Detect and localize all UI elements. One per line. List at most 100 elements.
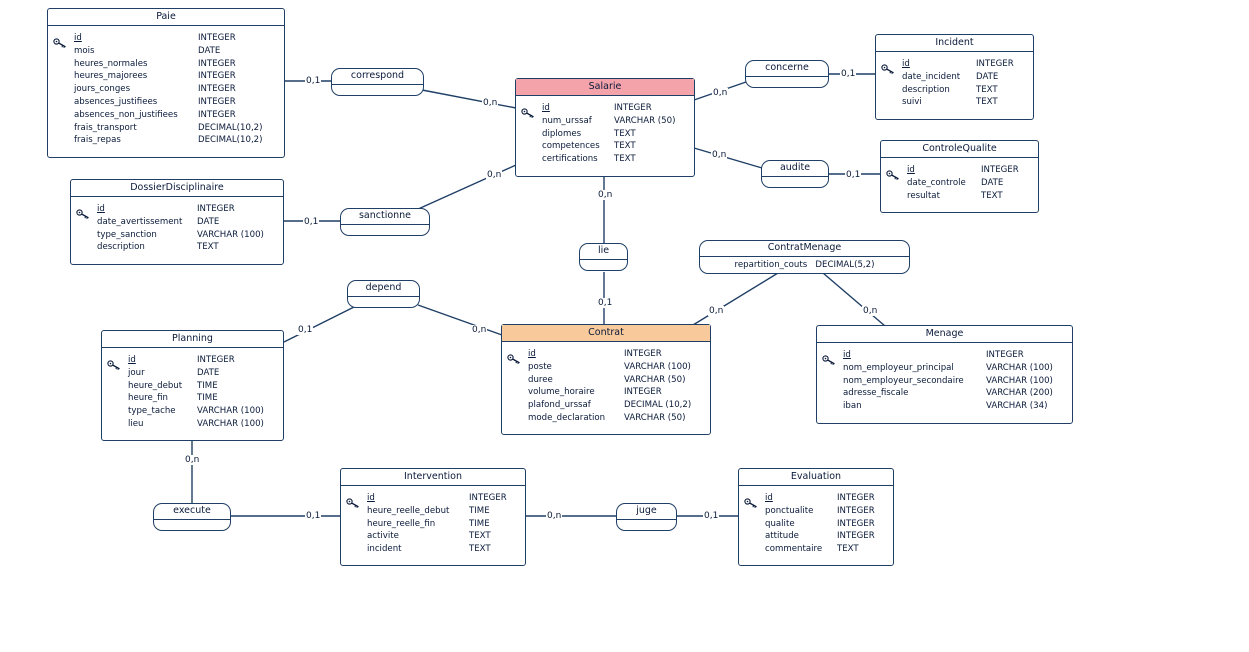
attribute-type: DECIMAL(10,2) (198, 122, 263, 133)
association-label: concerne (765, 62, 809, 73)
association-audite[interactable]: audite (761, 160, 829, 188)
entity-title: Intervention (341, 469, 525, 486)
attribute-row: volume_horaire INTEGER (502, 386, 710, 399)
attribute-type: INTEGER (837, 531, 875, 542)
attribute-type: VARCHAR (100) (197, 406, 264, 417)
attribute-type: DATE (976, 71, 999, 82)
attribute-type: INTEGER (469, 493, 507, 503)
attribute-type: INTEGER (986, 350, 1024, 360)
attribute-type: VARCHAR (50) (614, 115, 676, 126)
association-label: correspond (350, 70, 405, 81)
attribute-name: activite (367, 531, 399, 542)
attribute-type: INTEGER (198, 84, 236, 95)
attribute-name: id (128, 355, 136, 365)
attribute-name: mois (74, 45, 95, 56)
attribute-name: frais_repas (74, 135, 121, 146)
association-label: lie (597, 245, 610, 256)
association-correspond[interactable]: correspond (331, 68, 424, 96)
attribute-type: DECIMAL(10,2) (198, 135, 263, 146)
attribute-name: id (74, 33, 82, 43)
attribute-type: VARCHAR (100) (624, 361, 691, 372)
attribute-name: heure_debut (128, 380, 183, 391)
association-contrat-menage[interactable]: ContratMenage repartition_couts DECIMAL(… (699, 240, 910, 274)
association-execute[interactable]: execute (153, 503, 231, 531)
entity-intervention[interactable]: Intervention id INTEGER heure_reelle_debut… (340, 468, 526, 566)
attribute-name: date_controle (907, 177, 966, 188)
attribute-type: INTEGER (197, 355, 235, 365)
attribute-type: INTEGER (198, 33, 236, 43)
key-icon (107, 355, 121, 370)
attribute-type: INTEGER (198, 109, 236, 120)
attribute-name: date_incident (902, 71, 961, 82)
attribute-name: jours_conges (74, 84, 131, 95)
attribute-row: num_urssaf VARCHAR (50) (516, 115, 694, 128)
association-divider (154, 519, 230, 520)
association-concerne[interactable]: concerne (745, 60, 829, 88)
attribute-type: TIME (197, 393, 218, 404)
attribute-name: heure_reelle_fin (367, 518, 436, 529)
link-contrat-contratmenage (692, 272, 779, 326)
attribute-name: heure_reelle_debut (367, 505, 450, 516)
cardinality-incident-concerne: 0,1 (840, 69, 857, 79)
association-label: sanctionne (358, 210, 412, 221)
attribute-name: frais_transport (74, 122, 137, 133)
association-juge[interactable]: juge (616, 503, 677, 531)
attribute-type: VARCHAR (34) (986, 401, 1048, 412)
association-attribute: repartition_couts DECIMAL(5,2) (700, 260, 909, 270)
attribute-type: TEXT (976, 97, 998, 108)
attribute-type: DATE (198, 45, 221, 56)
association-depend[interactable]: depend (347, 280, 420, 308)
attribute-name: poste (528, 361, 552, 372)
attribute-name: volume_horaire (528, 387, 595, 398)
attribute-type: VARCHAR (50) (624, 412, 686, 423)
cardinality-salarie-lie: 0,n (597, 190, 614, 200)
attribute-type: TEXT (981, 190, 1003, 201)
attribute-name: incident (367, 544, 402, 555)
attribute-type: INTEGER (837, 505, 875, 516)
association-label: execute (173, 505, 211, 516)
attribute-type: DECIMAL (10,2) (624, 400, 692, 411)
attribute-type: INTEGER (624, 387, 662, 398)
association-divider (341, 224, 429, 225)
cardinality-dossier-sanctionne: 0,1 (303, 217, 320, 227)
cardinality-intervention-juge: 0,n (546, 511, 563, 521)
association-attribute-type: DECIMAL(5,2) (815, 260, 875, 270)
attribute-name: id (367, 493, 375, 503)
attribute-row: mois DATE (48, 45, 284, 58)
association-sanctionne[interactable]: sanctionne (340, 208, 430, 236)
association-label: audite (779, 162, 811, 173)
attribute-name: num_urssaf (542, 115, 592, 126)
key-icon (521, 103, 535, 118)
attribute-type: TEXT (197, 242, 219, 253)
attribute-name: id (97, 204, 105, 214)
attribute-type: INTEGER (198, 58, 236, 69)
attribute-type: INTEGER (624, 349, 662, 359)
attribute-row: jours_conges INTEGER (48, 83, 284, 96)
primary-key-attribute: id INTEGER (48, 32, 284, 45)
entity-title: Planning (102, 331, 283, 348)
association-lie[interactable]: lie (579, 243, 628, 271)
